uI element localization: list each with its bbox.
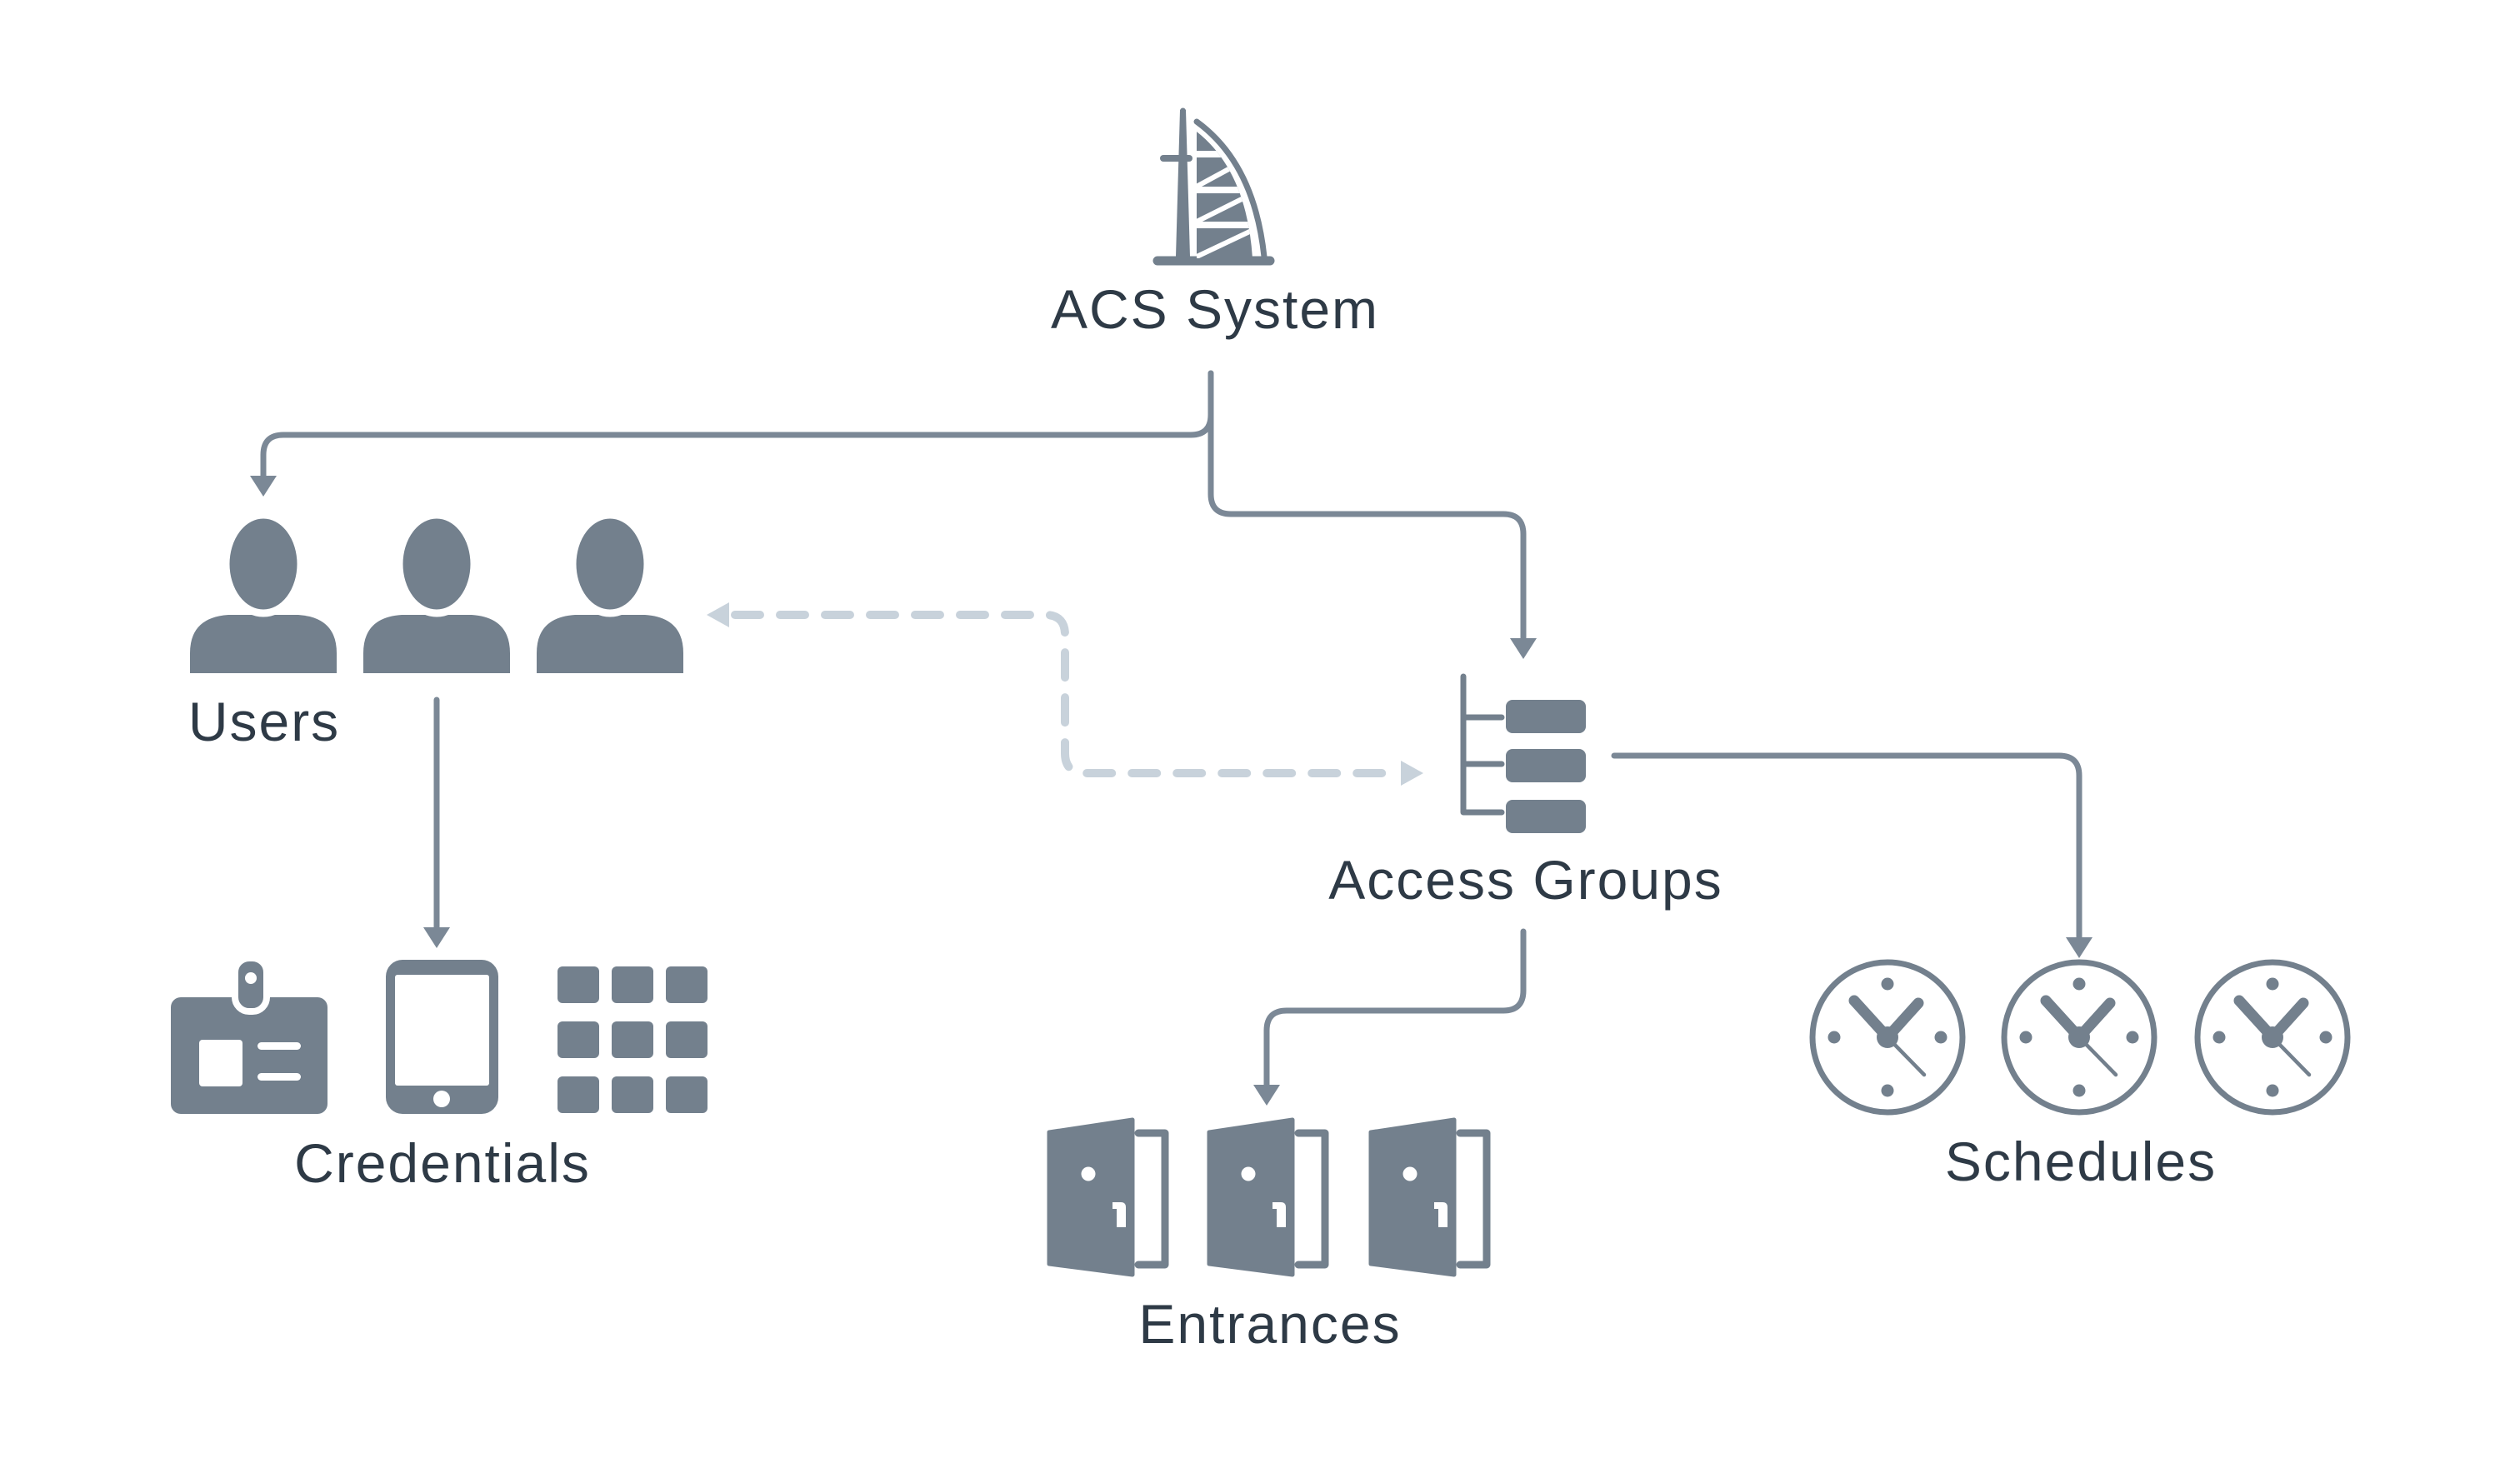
keypad-icon [558, 966, 708, 1113]
arrowhead [1510, 638, 1537, 659]
acs-system-label: ACS System [1050, 278, 1380, 340]
entrances-label: Entrances [1138, 1293, 1402, 1355]
arrowhead [2066, 937, 2092, 958]
schedules-icon-group [1812, 962, 2348, 1112]
connector-users-access-groups-dashed [707, 602, 1423, 786]
id-badge-icon [171, 955, 328, 1114]
clock-icon [1812, 962, 1962, 1112]
open-door-icon [1209, 1120, 1325, 1275]
open-door-icon [1049, 1120, 1165, 1275]
users-icon-group [190, 515, 683, 673]
connector-users-to-credentials [423, 697, 450, 948]
arrowhead [250, 476, 277, 497]
clock-icon [2004, 962, 2154, 1112]
smartphone-icon [386, 960, 498, 1114]
open-door-icon [1371, 1120, 1487, 1275]
connector-acs-to-users [250, 370, 1214, 497]
person-icon [190, 515, 337, 673]
person-icon [537, 515, 683, 673]
arrowhead [707, 602, 729, 627]
arrowhead [1401, 761, 1423, 786]
person-icon [363, 515, 510, 673]
connector-access-groups-to-entrances [1253, 928, 1527, 1106]
grouped-list-icon [1460, 673, 1586, 833]
burj-al-arab-building-icon [1152, 107, 1275, 266]
connector-access-groups-to-schedules [1611, 752, 2092, 958]
users-label: Users [188, 691, 341, 752]
access-groups-label: Access Groups [1328, 849, 1723, 911]
credentials-label: Credentials [294, 1132, 591, 1194]
connector-acs-to-access-groups [1208, 370, 1537, 659]
clock-icon [2198, 962, 2348, 1112]
arrowhead [1253, 1085, 1280, 1106]
schedules-label: Schedules [1944, 1131, 2218, 1192]
entrances-icon-group [1049, 1120, 1487, 1275]
arrowhead [423, 927, 450, 948]
